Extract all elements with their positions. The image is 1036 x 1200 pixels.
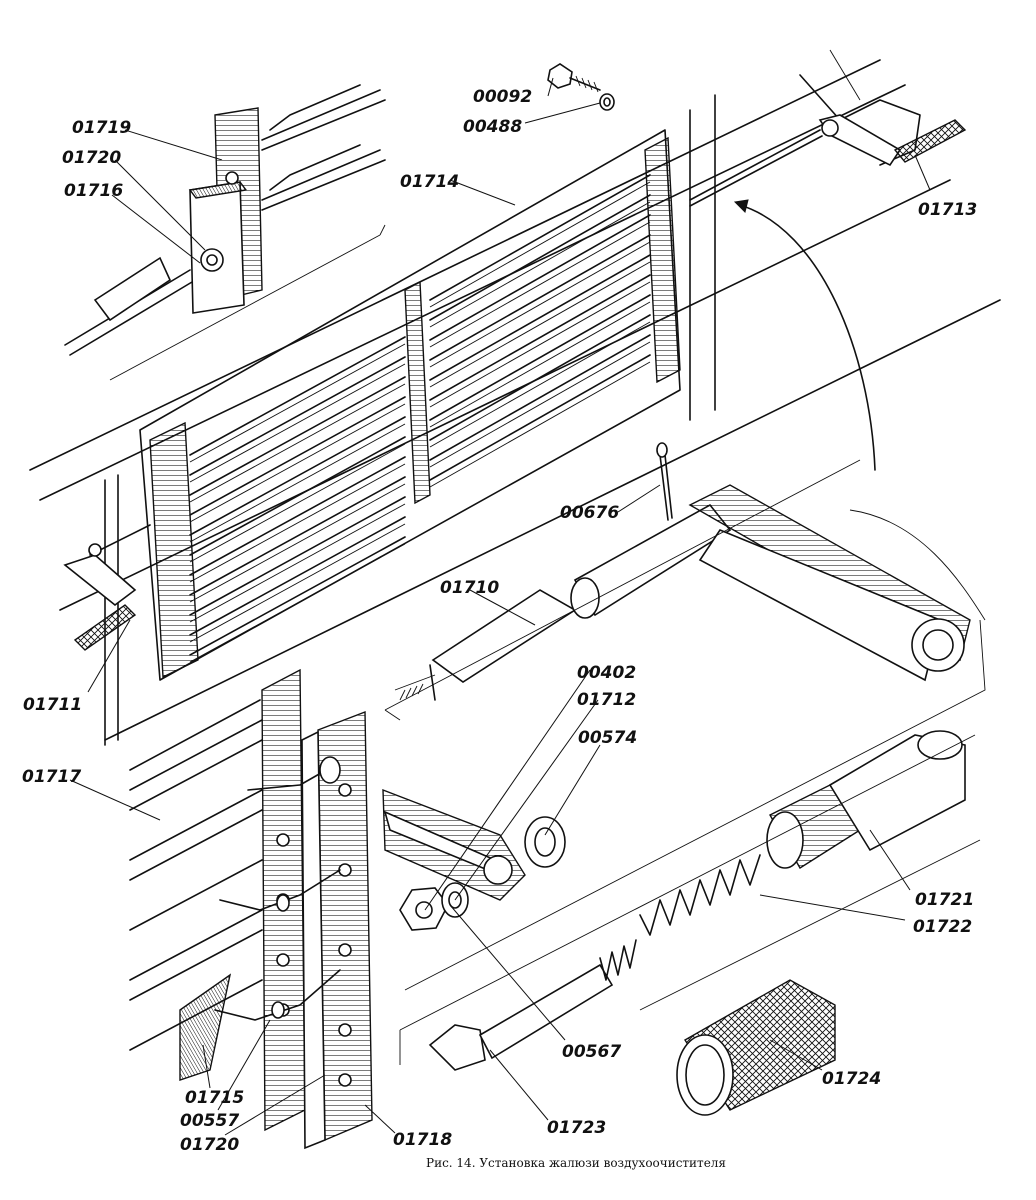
label-00092: 00092 (473, 87, 532, 107)
small-spring (599, 939, 637, 981)
label-00567: 00567 (562, 1042, 621, 1062)
louver-blades (189, 174, 651, 663)
screw-00092 (547, 63, 601, 93)
louver-blade (189, 536, 406, 656)
label-00488: 00488 (463, 117, 522, 137)
label-01724: 01724 (822, 1069, 881, 1089)
louver-blade (429, 314, 651, 441)
louver-blade-edge (189, 403, 406, 523)
plunger-01723 (428, 963, 614, 1071)
louver-blade (189, 356, 406, 476)
louver-blade-edge (189, 363, 406, 483)
detail-lower-left (129, 668, 373, 1150)
explode-lines (384, 199, 986, 1065)
rivet-hole (338, 783, 352, 797)
louver-blade-edge (429, 221, 651, 348)
label-01711: 01711 (23, 695, 82, 715)
louver-blade (429, 354, 651, 481)
louver-blade-edge (189, 483, 406, 603)
shaft-01710 (394, 484, 971, 701)
rivet-hole (338, 1023, 352, 1037)
louver-blade-edge (429, 321, 651, 448)
part-labels: 00092 00488 01719 01720 01716 01714 0171… (22, 87, 977, 1155)
louver-blade-edge (429, 341, 651, 468)
crank-01713 (689, 114, 967, 207)
rivet-hole (276, 833, 290, 847)
louver-blade-edge (189, 383, 406, 503)
label-01715: 01715 (185, 1088, 244, 1108)
label-01719: 01719 (72, 118, 131, 138)
washer-00574 (524, 816, 566, 868)
spring-01722 (639, 854, 761, 936)
rivet-hole (276, 953, 290, 967)
louver-blade (429, 214, 651, 341)
rivet-hole (338, 1073, 352, 1087)
louver-blade (189, 496, 406, 616)
louver-blade (189, 336, 406, 456)
louver-blade (189, 516, 406, 636)
label-01722: 01722 (913, 917, 972, 937)
label-01723: 01723 (547, 1118, 606, 1138)
label-01713: 01713 (918, 200, 977, 220)
label-00557: 00557 (180, 1111, 239, 1131)
louver-blade (189, 436, 406, 556)
louver-blade-edge (189, 443, 406, 563)
label-00402: 00402 (577, 663, 636, 683)
louver-blade-edge (429, 301, 651, 428)
louver-blade-edge (189, 343, 406, 463)
louver-blade (429, 254, 651, 381)
label-01714: 01714 (400, 172, 459, 192)
louver-blade (429, 194, 651, 321)
bracket-01712 (382, 788, 526, 901)
louver-blade (429, 174, 651, 301)
label-00676: 00676 (560, 503, 619, 523)
label-01721: 01721 (915, 890, 974, 910)
louver-blade-edge (189, 423, 406, 543)
knurled-sleeve-01724 (676, 979, 836, 1116)
washer-00488 (599, 93, 615, 111)
louver-blade (189, 396, 406, 516)
detail-upper-left (64, 84, 386, 381)
louver-blade-edge (189, 523, 406, 643)
louver-blade-edge (189, 503, 406, 623)
louver-blade-edge (429, 281, 651, 408)
leader-lines (69, 77, 931, 1136)
label-01720-lower: 01720 (180, 1135, 239, 1155)
louver-blade-edge (429, 201, 651, 328)
label-01710: 01710 (440, 578, 499, 598)
louver-blade-edge (429, 241, 651, 368)
louver-blade (429, 294, 651, 421)
louver-blade-edge (189, 543, 406, 663)
label-01720-upper: 01720 (62, 148, 121, 168)
louver-blade (189, 376, 406, 496)
louver-blade (429, 334, 651, 461)
figure-caption: Рис. 14. Установка жалюзи воздухоочистит… (426, 1156, 726, 1170)
louver-blade-edge (429, 361, 651, 488)
louver-panel (139, 129, 681, 681)
label-01712: 01712 (577, 690, 636, 710)
louver-blade (189, 456, 406, 576)
cotter-pin-00676 (656, 442, 673, 521)
rivet-hole (338, 943, 352, 957)
label-00574: 00574 (578, 728, 637, 748)
label-01718: 01718 (393, 1130, 452, 1150)
louver-blade-edge (429, 261, 651, 388)
louver-blade-edge (429, 181, 651, 308)
louver-blade (429, 234, 651, 361)
sleeve-01721 (766, 730, 966, 869)
nut-00402 (399, 887, 449, 931)
louver-blade (429, 274, 651, 401)
louver-blade-edge (189, 463, 406, 583)
label-01717: 01717 (22, 767, 81, 787)
crank-01711 (63, 524, 151, 651)
louver-blade (189, 476, 406, 596)
label-01716: 01716 (64, 181, 123, 201)
louver-blade (189, 416, 406, 536)
